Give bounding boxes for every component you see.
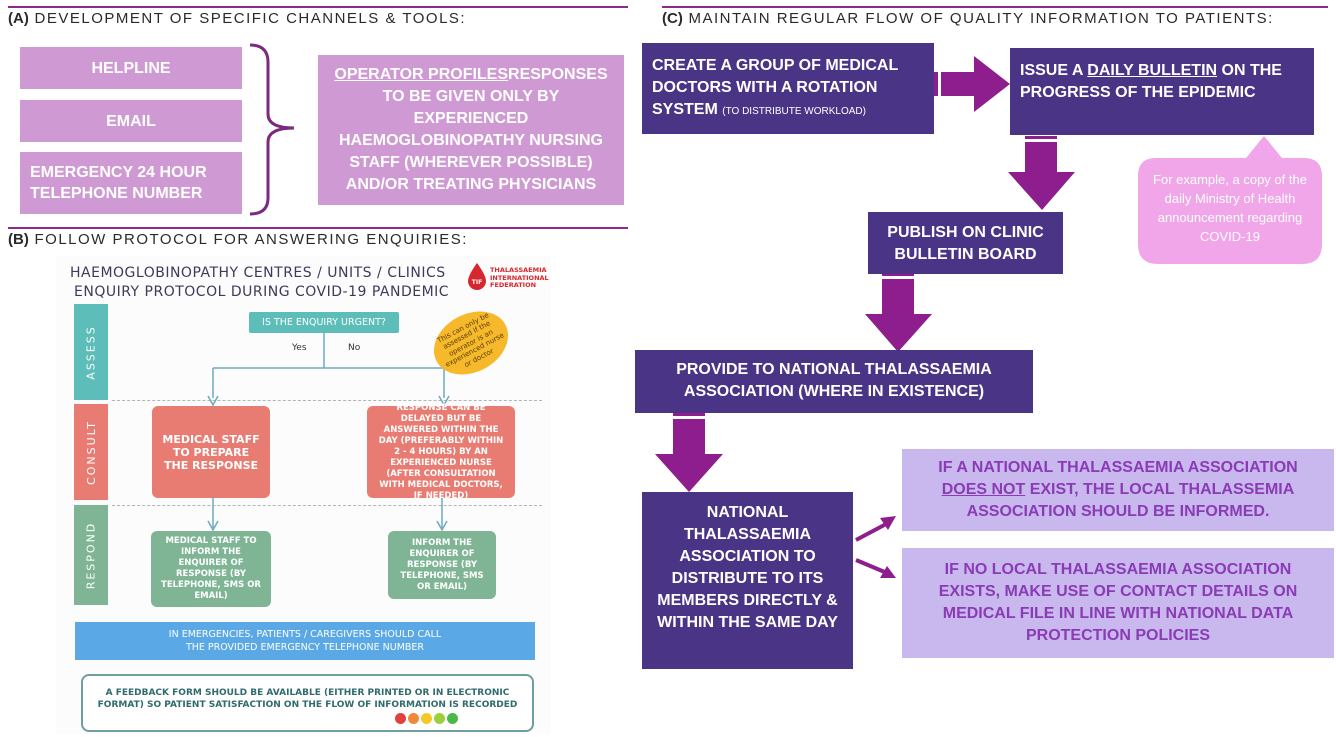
section-c-heading: MAINTAIN REGULAR FLOW OF QUALITY INFORMA…	[688, 10, 1274, 27]
operator-profiles-title: OPERATOR PROFILES	[334, 66, 509, 83]
operator-profiles-text: RESPONSES TO BE GIVEN ONLY BY EXPERIENCE…	[338, 66, 608, 193]
assess-connectors	[207, 333, 450, 407]
section-b-letter: (B)	[8, 231, 29, 248]
tif-logo-text: THALASSAEMIA INTERNATIONAL FEDERATION	[490, 266, 549, 290]
section-c-title: (C) MAINTAIN REGULAR FLOW OF QUALITY INF…	[662, 10, 1274, 27]
logo-line-2: INTERNATIONAL	[490, 273, 549, 282]
tif-logo-icon: TIF	[468, 263, 486, 290]
answer-yes: Yes	[292, 343, 307, 353]
protocol-heading-1: HAEMOGLOBINOPATHY CENTRES / UNITS / CLIN…	[70, 265, 446, 281]
lane-assess: ASSESS	[74, 304, 108, 400]
channel-emergency: EMERGENCY 24 HOUR TELEPHONE NUMBER	[20, 152, 242, 214]
smiley-very-happy-icon	[447, 713, 458, 724]
section-a-heading: DEVELOPMENT OF SPECIFIC CHANNELS & TOOLS…	[34, 10, 467, 27]
section-a-letter: (A)	[8, 10, 29, 27]
smiley-very-unhappy-icon	[395, 713, 406, 724]
create-group-box: CREATE A GROUP OF MEDICAL DOCTORS WITH A…	[642, 43, 934, 134]
channels-brace	[249, 43, 295, 216]
lane-respond: RESPOND	[74, 505, 108, 605]
emergency-line-2: THE PROVIDED EMERGENCY TELEPHONE NUMBER	[185, 642, 425, 653]
satisfaction-smileys	[395, 713, 458, 724]
urgent-question-box: IS THE ENQUIRY URGENT?	[249, 312, 399, 333]
tif-logo-mark: TIF	[472, 279, 482, 286]
no-national-underlined: DOES NOT	[941, 481, 1026, 498]
logo-line-3: FEDERATION	[490, 281, 537, 289]
operator-profiles-box: OPERATOR PROFILESRESPONSES TO BE GIVEN O…	[318, 55, 624, 205]
channel-email: EMAIL	[20, 100, 242, 142]
section-b-rule	[8, 227, 628, 229]
create-group-note: (TO DISTRIBUTE WORKLOAD)	[722, 106, 866, 117]
section-a-rule	[8, 6, 628, 8]
callout-text: For example, a copy of the daily Ministr…	[1153, 172, 1307, 244]
feedback-text: A FEEDBACK FORM SHOULD BE AVAILABLE (EIT…	[97, 688, 518, 710]
feedback-box: A FEEDBACK FORM SHOULD BE AVAILABLE (EIT…	[81, 674, 534, 732]
lane-divider-2	[112, 505, 542, 506]
bulletin-pre: ISSUE A	[1020, 62, 1088, 79]
emergency-banner: IN EMERGENCIES, PATIENTS / CAREGIVERS SH…	[75, 622, 535, 660]
channel-helpline: HELPLINE	[20, 47, 242, 89]
section-c-rule	[662, 6, 1328, 8]
section-c-letter: (C)	[662, 10, 683, 27]
respond-left-box: MEDICAL STAFF TO INFORM THE ENQUIRER OF …	[151, 531, 271, 607]
logo-line-1: THALASSAEMIA	[490, 266, 547, 274]
lane-consult: CONSULT	[74, 404, 108, 500]
callout-bubble-icon	[1138, 136, 1322, 264]
no-national-association-box: IF A NATIONAL THALASSAEMIA ASSOCIATION D…	[902, 449, 1334, 531]
no-national-pre: IF A NATIONAL THALASSAEMIA ASSOCIATION	[938, 459, 1298, 476]
publish-box: PUBLISH ON CLINIC BULLETIN BOARD	[868, 212, 1063, 274]
protocol-heading-2: ENQUIRY PROTOCOL DURING COVID-19 PANDEMI…	[74, 284, 450, 300]
lane-divider-1	[112, 400, 542, 401]
consult-right-box: RESPONSE CAN BE DELAYED BUT BE ANSWERED …	[367, 403, 515, 501]
section-b-heading: FOLLOW PROTOCOL FOR ANSWERING ENQUIRIES:	[34, 231, 468, 248]
provide-box: PROVIDE TO NATIONAL THALASSAEMIA ASSOCIA…	[635, 350, 1033, 413]
distribute-box: NATIONAL THALASSAEMIA ASSOCIATION TO DIS…	[642, 492, 853, 669]
emergency-line-1: IN EMERGENCIES, PATIENTS / CAREGIVERS SH…	[168, 629, 442, 640]
consult-connectors	[207, 498, 448, 532]
daily-bulletin-box: ISSUE A DAILY BULLETIN ON THE PROGRESS O…	[1010, 48, 1314, 135]
protocol-panel: HAEMOGLOBINOPATHY CENTRES / UNITS / CLIN…	[56, 256, 551, 734]
bulletin-post: ON THE PROGRESS OF THE EPIDEMIC	[1020, 62, 1282, 101]
no-national-post: EXIST, THE LOCAL THALASSEMIA ASSOCIATION…	[966, 481, 1295, 520]
smiley-unhappy-icon	[408, 713, 419, 724]
smiley-neutral-icon	[421, 713, 432, 724]
bulletin-underlined: DAILY BULLETIN	[1087, 62, 1218, 79]
create-group-text: CREATE A GROUP OF MEDICAL DOCTORS WITH A…	[652, 57, 898, 118]
section-b-title: (B) FOLLOW PROTOCOL FOR ANSWERING ENQUIR…	[8, 231, 468, 248]
no-local-association-box: IF NO LOCAL THALASSAEMIA ASSOCIATION EXI…	[902, 548, 1334, 658]
answer-no: No	[348, 343, 361, 353]
respond-right-box: INFORM THE ENQUIRER OF RESPONSE (BY TELE…	[388, 531, 496, 599]
section-a-title: (A) DEVELOPMENT OF SPECIFIC CHANNELS & T…	[8, 10, 466, 27]
smiley-happy-icon	[434, 713, 445, 724]
consult-left-box: MEDICAL STAFF TO PREPARE THE RESPONSE	[152, 406, 270, 498]
